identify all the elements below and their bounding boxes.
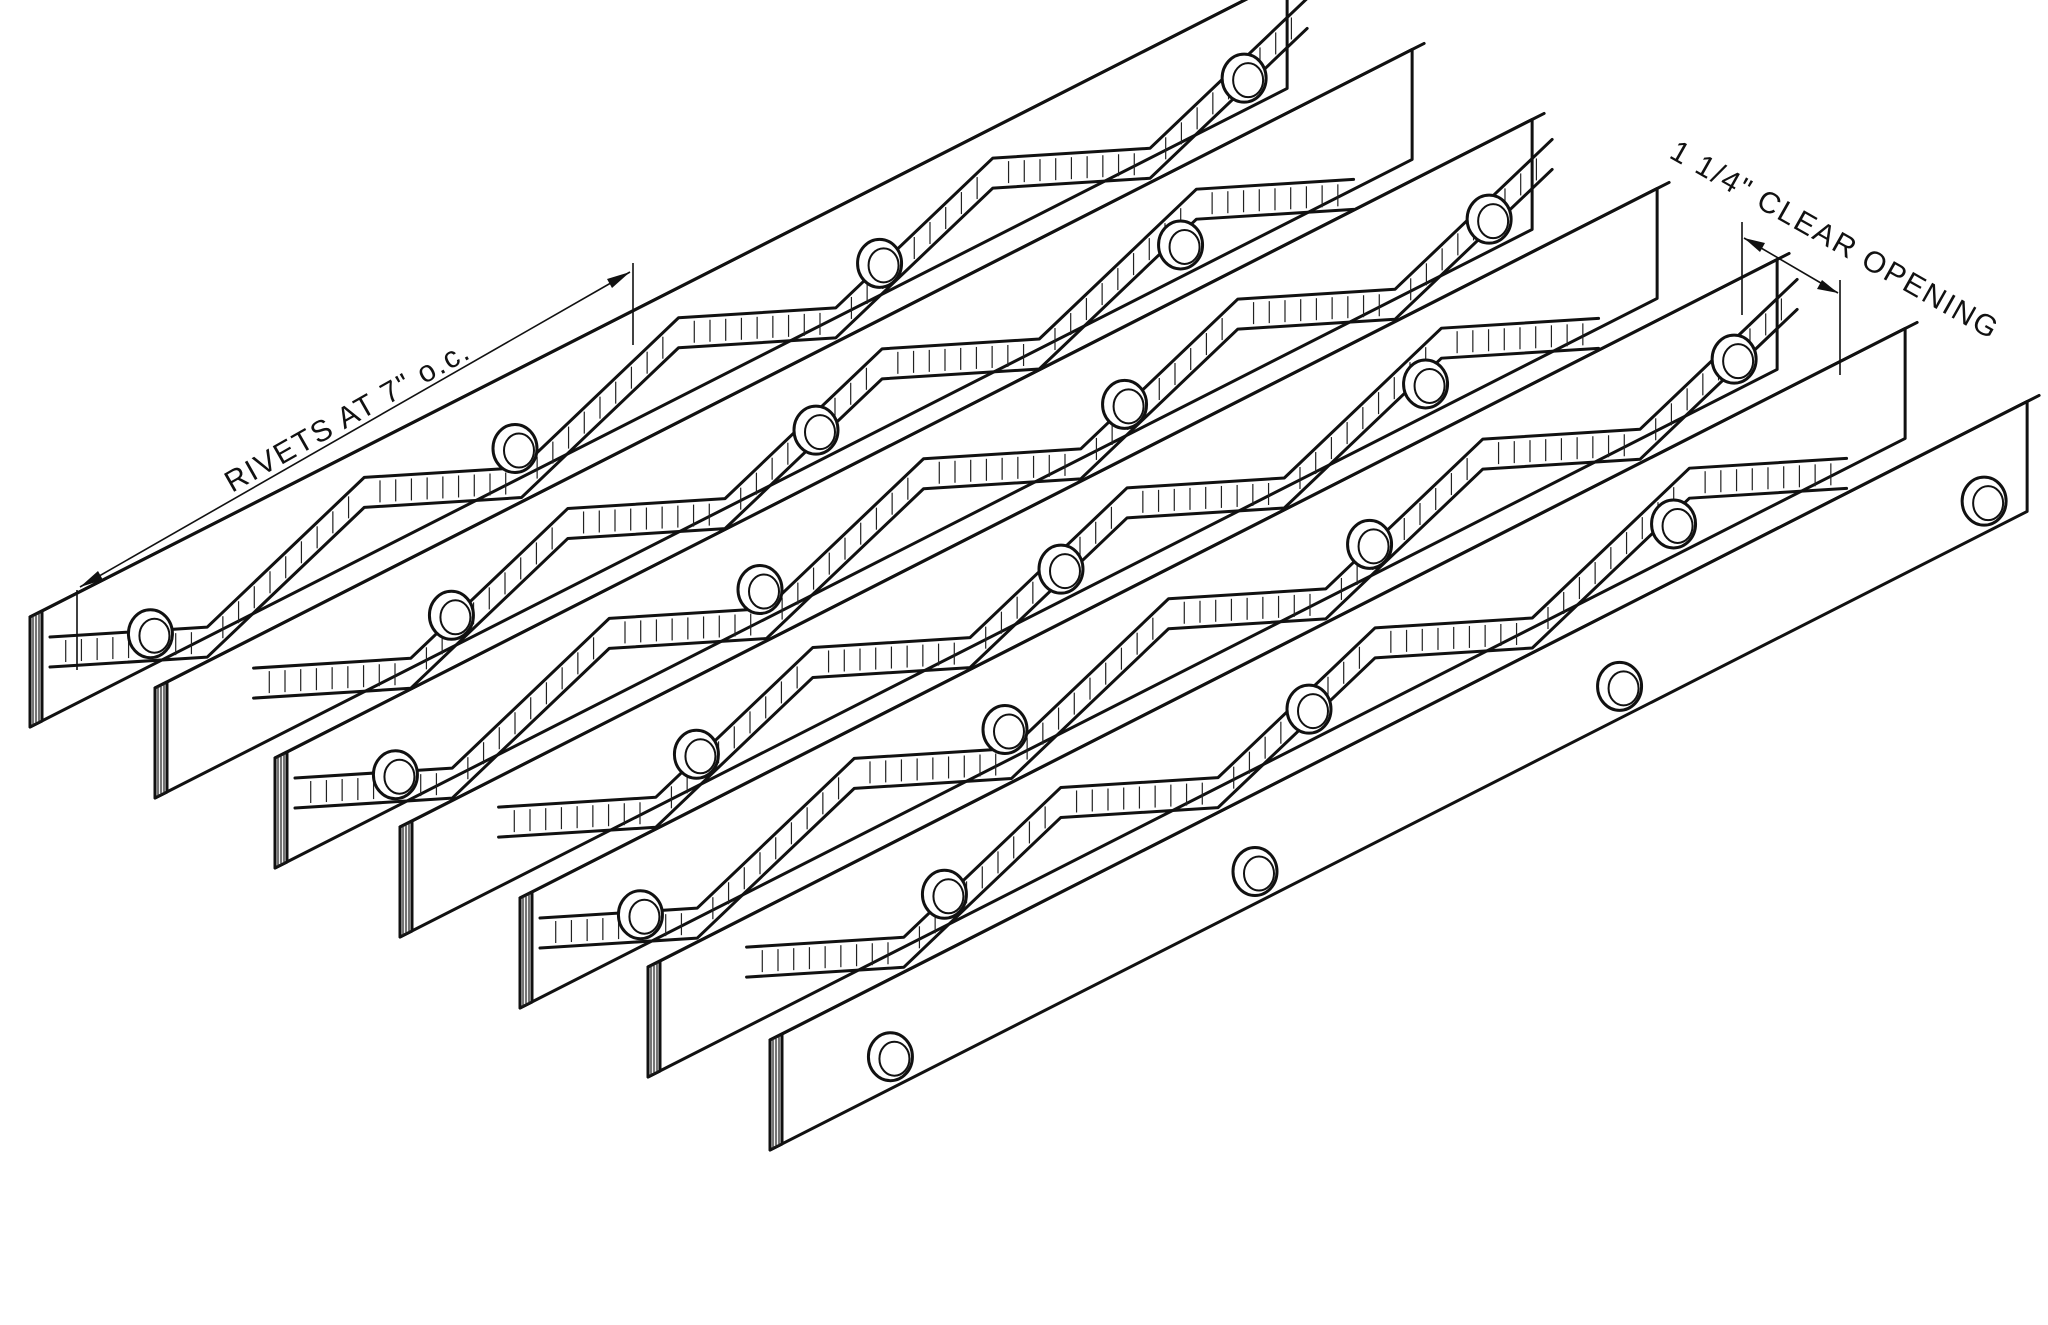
rivet-dome bbox=[1972, 485, 2005, 522]
rivet-dome bbox=[1722, 343, 1755, 380]
bearing-bar bbox=[273, 111, 1546, 870]
rivet-dome bbox=[684, 738, 717, 775]
rivet-head bbox=[1101, 378, 1149, 430]
rivet bbox=[736, 564, 784, 616]
rivet-head bbox=[1710, 333, 1758, 385]
rivet-head bbox=[126, 608, 174, 660]
rivet bbox=[1710, 333, 1758, 385]
arrowhead-right bbox=[1817, 280, 1838, 293]
dimension-line bbox=[79, 271, 631, 588]
rivet-dome bbox=[867, 247, 900, 284]
rivet-dome bbox=[803, 414, 836, 451]
rivet-dome bbox=[747, 573, 780, 610]
rivet-head bbox=[856, 237, 904, 289]
connector-top-edge bbox=[538, 277, 1799, 920]
rivet bbox=[856, 237, 904, 289]
rivet bbox=[371, 749, 419, 801]
rivet bbox=[866, 1031, 914, 1083]
bearing-bar bbox=[28, 0, 1289, 729]
bearing-bar bbox=[518, 251, 1791, 1010]
rivet bbox=[1037, 543, 1085, 595]
rivet-dome bbox=[138, 617, 171, 654]
rivet bbox=[1465, 193, 1513, 245]
rivet-dome bbox=[992, 713, 1025, 750]
rivet-head bbox=[1465, 193, 1513, 245]
connector-bottom-edge bbox=[293, 167, 1554, 810]
rivet bbox=[1650, 498, 1698, 550]
rivet-dome bbox=[1242, 855, 1275, 892]
rivet-head bbox=[1346, 518, 1394, 570]
rivet-head bbox=[491, 423, 539, 475]
rivet-head bbox=[736, 564, 784, 616]
rivet-dome bbox=[1232, 62, 1265, 99]
rivet-dome bbox=[878, 1040, 911, 1077]
rivet-dome bbox=[1168, 228, 1201, 265]
rivet-head bbox=[866, 1031, 914, 1083]
connector-bar bbox=[293, 137, 1554, 810]
rivet bbox=[491, 423, 539, 475]
rivet-head bbox=[616, 889, 664, 941]
bearing-bar bbox=[768, 393, 2041, 1152]
rivet-head bbox=[1650, 498, 1698, 550]
rivet bbox=[1220, 52, 1268, 104]
rivet-head bbox=[427, 589, 475, 641]
arrowhead-right bbox=[607, 272, 630, 288]
rivet bbox=[792, 404, 840, 456]
rivet-head bbox=[1960, 475, 2008, 527]
arrowhead-left bbox=[80, 571, 103, 587]
rivet-head bbox=[371, 749, 419, 801]
rivet-head bbox=[1157, 219, 1205, 271]
rivet-dome bbox=[1413, 367, 1446, 404]
rivet-dome bbox=[1296, 693, 1329, 730]
connector-bar bbox=[538, 277, 1799, 950]
rivet bbox=[1231, 846, 1279, 898]
rivet-dome bbox=[439, 599, 472, 636]
rivet bbox=[1157, 219, 1205, 271]
rivet-head bbox=[1231, 846, 1279, 898]
rivet-head bbox=[1220, 52, 1268, 104]
rivet-head bbox=[920, 868, 968, 920]
rivets bbox=[126, 52, 2008, 1083]
connector-bottom-edge bbox=[48, 26, 1309, 669]
rivet bbox=[1285, 683, 1333, 735]
rivet bbox=[427, 589, 475, 641]
rivet-dome bbox=[1112, 388, 1145, 425]
rivet-dome bbox=[932, 878, 965, 915]
rivet-head bbox=[792, 404, 840, 456]
rivet bbox=[126, 608, 174, 660]
rivet bbox=[1101, 378, 1149, 430]
rivet-dome bbox=[628, 898, 661, 935]
rivet-head bbox=[1402, 358, 1450, 410]
rivet-dome bbox=[1661, 507, 1694, 544]
connector-bottom-edge bbox=[538, 307, 1799, 950]
rivet bbox=[981, 704, 1029, 756]
rivet bbox=[672, 728, 720, 780]
rivet bbox=[1960, 475, 2008, 527]
rivet-head bbox=[1285, 683, 1333, 735]
rivet-dome bbox=[383, 758, 416, 795]
rivet-head bbox=[1037, 543, 1085, 595]
rivet-dome bbox=[1607, 670, 1640, 707]
rivet-head bbox=[1596, 660, 1644, 712]
connector-top-edge bbox=[48, 0, 1308, 639]
rivet-dome bbox=[1477, 203, 1510, 240]
connector-top-edge bbox=[293, 137, 1554, 780]
rivet bbox=[1346, 518, 1394, 570]
rivet bbox=[1596, 660, 1644, 712]
rivet bbox=[616, 889, 664, 941]
rivet-dome bbox=[1048, 553, 1081, 590]
rivet-dome bbox=[1357, 528, 1390, 565]
rivet-head bbox=[981, 704, 1029, 756]
rivet bbox=[1402, 358, 1450, 410]
rivet bbox=[920, 868, 968, 920]
arrowhead-left bbox=[1744, 238, 1765, 252]
rivet-head bbox=[672, 728, 720, 780]
rivet-dome bbox=[502, 432, 535, 469]
